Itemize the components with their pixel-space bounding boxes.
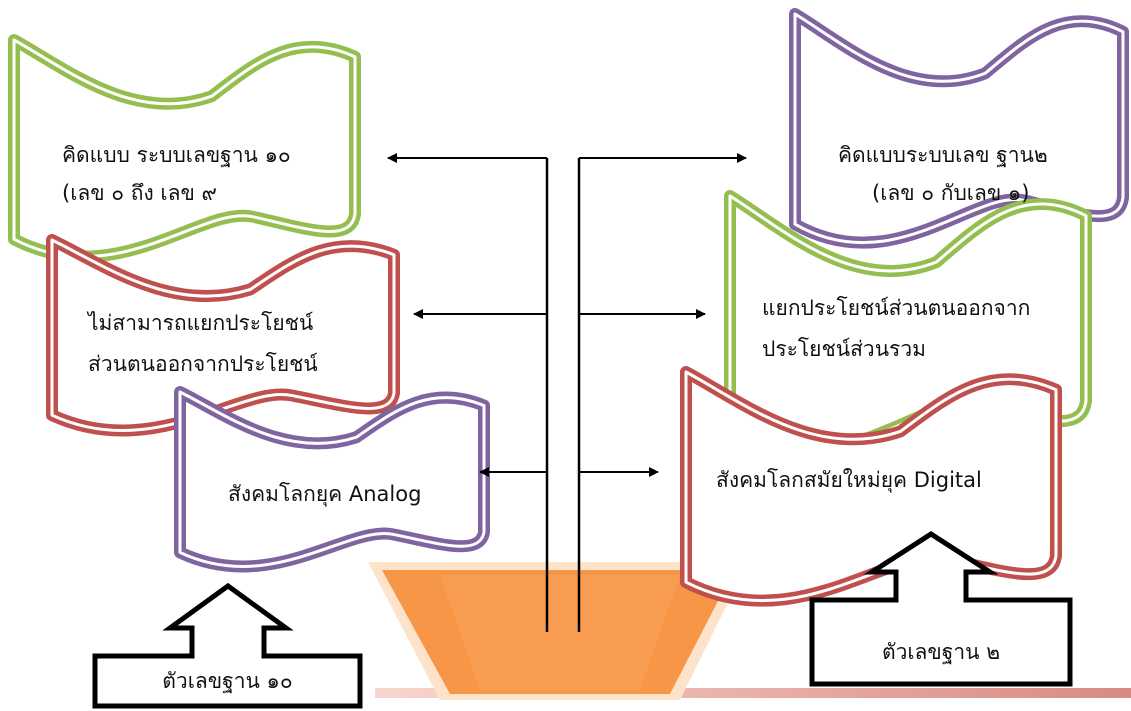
flag-base2-design-banner-inner — [793, 12, 1125, 245]
flag-base2-design-line1: คิดแบบระบบเลข ฐาน๒ — [838, 143, 1048, 167]
floor-strip — [375, 688, 1131, 698]
flag-cannot-separate-line1: ไม่สามารถแยกประโยชน์ — [88, 311, 314, 335]
flag-analog-society-label: สังคมโลกยุค Analog — [228, 482, 422, 506]
flag-base10-design-line2: (เลข ๐ ถึง เลข ๙ — [62, 181, 217, 205]
bowl-highlight — [440, 575, 680, 690]
box-base10-numbers-label: ตัวเลขฐาน ๑๐ — [162, 669, 293, 693]
flag-digital-society-label: สังคมโลกสมัยใหม่ยุค Digital — [716, 468, 982, 492]
flag-base10-design-line1: คิดแบบ ระบบเลขฐาน ๑๐ — [62, 143, 291, 167]
flag-base2-design-line2: (เลข ๐ กับเลข ๑) — [872, 181, 1030, 205]
callout-box-left-shape — [92, 582, 363, 709]
flag-separate-interest-line1: แยกประโยชน์ส่วนตนออกจาก — [762, 296, 1031, 320]
flag-base10-design-banner-inner — [12, 38, 357, 259]
box-base2-numbers-label: ตัวเลขฐาน ๒ — [881, 640, 1001, 664]
flag-cannot-separate-line2: ส่วนตนออกจากประโยชน์ — [88, 352, 318, 376]
flag-digital-society-banner-inner — [684, 370, 1058, 603]
flag-separate-interest-line2: ประโยชน์ส่วนรวม — [762, 337, 926, 361]
callout-box-right-shape — [809, 531, 1073, 687]
